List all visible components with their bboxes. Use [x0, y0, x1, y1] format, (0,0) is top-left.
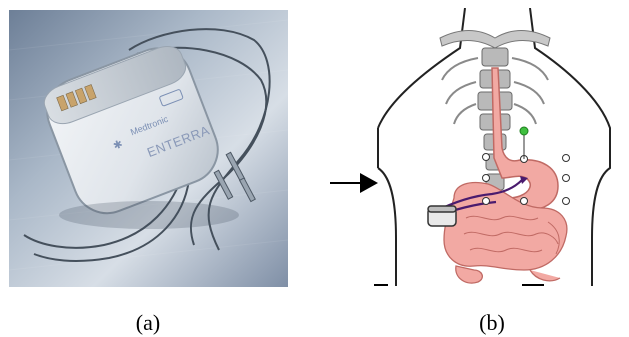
device-photo: ✱ Medtronic ENTERRA	[9, 10, 288, 287]
panel-caption-a: (a)	[108, 310, 188, 336]
anatomy-diagram	[370, 8, 618, 288]
panel-caption-b: (b)	[452, 310, 532, 336]
anatomy-illustration	[370, 8, 618, 288]
